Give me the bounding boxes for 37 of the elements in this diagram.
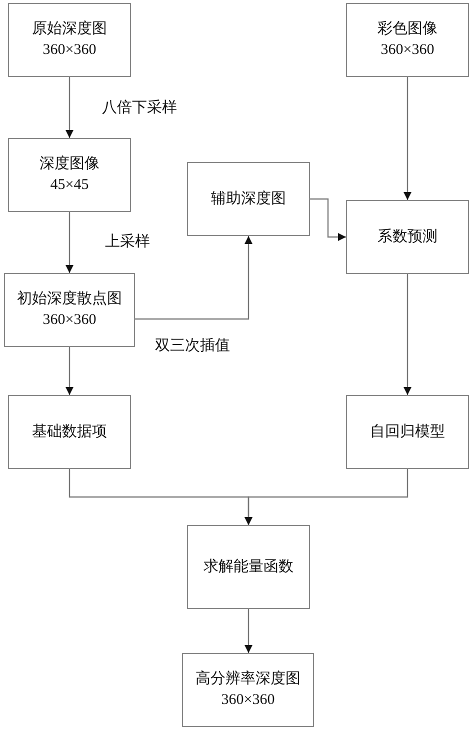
box-label: 高分辨率深度图 [196, 669, 300, 689]
arrow [135, 236, 252, 320]
arrow [66, 77, 74, 138]
box-label: 原始深度图 [32, 19, 107, 39]
arrow [244, 469, 408, 525]
edge-label: 双三次插值 [154, 337, 231, 355]
process-box [346, 395, 469, 469]
process-box [346, 3, 469, 77]
box-label: 系数预测 [378, 228, 438, 246]
box-label: 深度图像 [40, 154, 100, 174]
process-box [182, 653, 314, 727]
box-label: 辅助深度图 [211, 189, 286, 208]
box-label: 45×45 [50, 176, 89, 195]
box-label: 彩色图像 [378, 20, 438, 39]
box-label: 求解能量函数 [204, 558, 294, 576]
arrow [66, 347, 74, 395]
box-label: 360×360 [42, 41, 96, 60]
process-box [8, 138, 131, 212]
arrow [310, 198, 346, 241]
arrow [244, 609, 252, 653]
box-label: 360×360 [42, 311, 96, 330]
edge-label: 上采样 [104, 233, 151, 251]
arrow [404, 77, 412, 200]
box-label: 自回归模型 [370, 422, 445, 442]
box-label: 基础数据项 [32, 422, 107, 442]
process-box [8, 395, 131, 469]
box-label: 360×360 [380, 41, 434, 60]
edge-label: 八倍下采样 [101, 99, 178, 117]
process-box [187, 162, 310, 236]
process-box [187, 525, 310, 609]
arrow [404, 274, 412, 395]
arrow [66, 212, 74, 273]
box-label: 初始深度散点图 [17, 289, 122, 309]
process-box [4, 273, 135, 347]
process-box [346, 200, 469, 274]
box-label: 360×360 [221, 691, 275, 710]
process-box [8, 3, 131, 77]
